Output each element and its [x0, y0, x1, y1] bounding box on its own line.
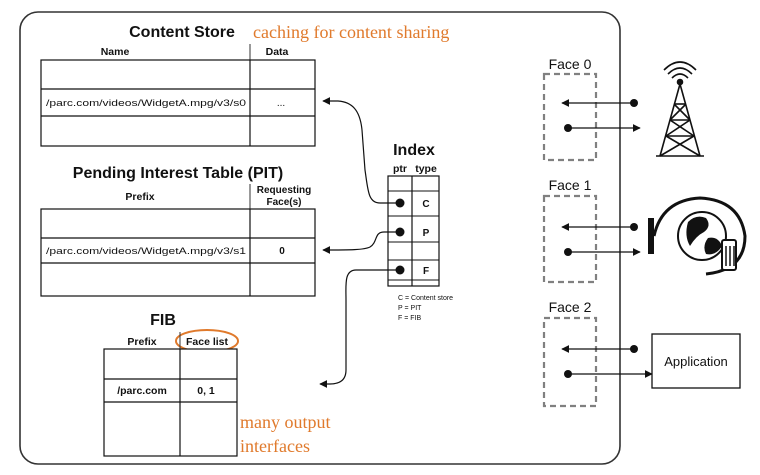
face-1: Face 1	[542, 177, 641, 284]
index-legend-c: C = Content store	[398, 295, 453, 302]
index-title: Index	[393, 142, 435, 159]
face-2: Face 2	[542, 299, 653, 408]
face-0-label: Face 0	[549, 56, 592, 72]
pit-row-prefix: /parc.com/videos/WidgetA.mpg/v3/s1	[46, 246, 246, 257]
fib-annotation-line-1: many output	[240, 412, 331, 432]
face-0-outgoing-dot	[564, 124, 572, 132]
content-store-col-data: Data	[266, 46, 289, 58]
content-store-title: Content Store	[129, 24, 235, 41]
index-to-fib-arrow	[319, 269, 400, 388]
application-box: Application	[651, 333, 741, 389]
face-1-box	[542, 194, 598, 284]
index-legend-f: F = FIB	[398, 315, 421, 322]
fib-annotation-line-2: interfaces	[240, 436, 310, 456]
face-1-outgoing-dot	[564, 248, 572, 256]
face-0: Face 0	[542, 56, 641, 162]
fib-row-faces: 0, 1	[197, 385, 215, 397]
pit-col-prefix: Prefix	[125, 191, 154, 203]
face-2-outgoing-dot	[564, 370, 572, 378]
content-store-row-data: ...	[277, 98, 285, 109]
index-type-c: C	[422, 199, 429, 210]
content-store-col-name: Name	[101, 46, 130, 58]
pit-col-requesting-2: Face(s)	[266, 197, 301, 208]
face-1-label: Face 1	[549, 177, 592, 193]
index-col-ptr: ptr	[393, 163, 407, 175]
pit: Pending Interest Table (PIT) Prefix Requ…	[40, 165, 316, 297]
fib-col-prefix: Prefix	[127, 336, 156, 348]
index: Index ptr type C P F C = Content store P…	[387, 142, 453, 322]
index-col-type: type	[415, 163, 437, 175]
index-to-pit-arrow	[322, 231, 400, 254]
face-2-label: Face 2	[549, 299, 592, 315]
index-legend-p: P = PIT	[398, 305, 422, 312]
index-type-f: F	[423, 266, 429, 277]
pit-row-face: 0	[279, 246, 285, 257]
pit-col-requesting-1: Requesting	[257, 185, 311, 196]
content-store-table	[40, 59, 316, 147]
node-boundary	[19, 11, 621, 465]
fib: FIB Prefix Face list /parc.com 0, 1 many…	[103, 312, 331, 457]
fib-title: FIB	[150, 312, 176, 329]
application-label: Application	[664, 354, 728, 369]
content-store: Content Store caching for content sharin…	[40, 22, 449, 147]
index-type-p: P	[423, 228, 430, 239]
face-1-incoming-dot	[630, 223, 638, 231]
face-2-box	[542, 316, 598, 408]
face-0-incoming-dot	[630, 99, 638, 107]
content-store-row-name: /parc.com/videos/WidgetA.mpg/v3/s0	[46, 98, 246, 109]
index-to-content-store-arrow	[322, 97, 400, 204]
fib-row-prefix: /parc.com	[117, 385, 167, 397]
network-globe-icon	[648, 196, 747, 276]
fib-col-facelist: Face list	[186, 336, 229, 348]
application-box-frame	[651, 333, 741, 389]
content-store-annotation: caching for content sharing	[253, 22, 449, 42]
face-0-box	[542, 72, 598, 162]
pit-table	[40, 208, 316, 297]
pit-title: Pending Interest Table (PIT)	[73, 165, 283, 182]
face-2-incoming-dot	[630, 345, 638, 353]
radio-tower-icon	[656, 61, 704, 157]
